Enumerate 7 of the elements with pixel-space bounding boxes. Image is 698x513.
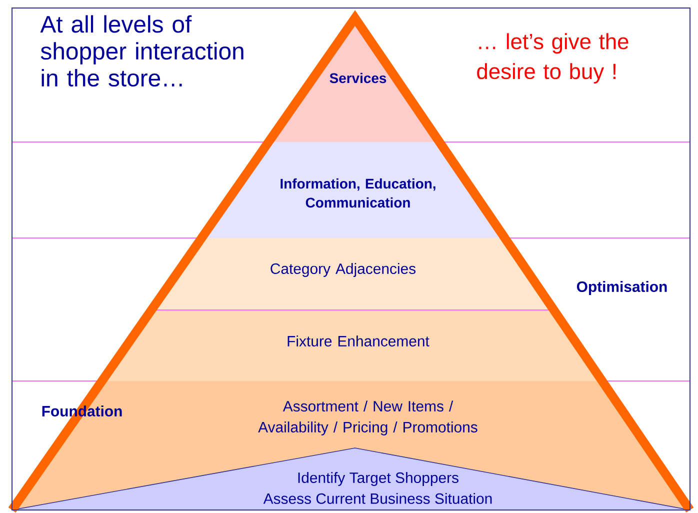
pyramid-layer: Category Adjacencies (150, 238, 556, 310)
slogan-text: … let’s give the desire to buy ! (477, 33, 628, 84)
side-label: Optimisation (576, 281, 667, 295)
heading-text: At all levels of shopper interaction in the store… (40, 15, 244, 87)
base-triangle: Identify Target Shoppers Assess Current Business Situation (12, 448, 690, 510)
pyramid-layer: Services (266, 12, 442, 142)
pyramid-layer: Information, Education, Communication (199, 142, 507, 238)
